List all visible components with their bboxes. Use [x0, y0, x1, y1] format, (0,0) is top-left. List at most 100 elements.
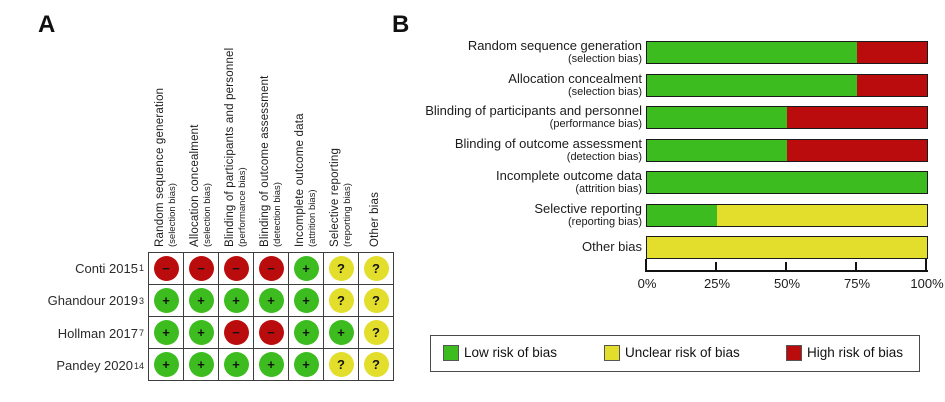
- risk-circle-high: −: [258, 256, 284, 281]
- risk-judgement-cell: +: [253, 348, 289, 381]
- risk-circle-unclear: ?: [363, 256, 389, 281]
- risk-circle-high: −: [223, 320, 249, 345]
- risk-circle-high: −: [153, 256, 179, 281]
- risk-judgement-cell: +: [218, 284, 254, 317]
- risk-judgement-cell: ?: [323, 252, 359, 285]
- bar-category-title: Allocation concealment: [508, 70, 642, 86]
- risk-judgement-cell: −: [218, 316, 254, 349]
- column-subtitle: (selection bias): [166, 183, 178, 247]
- bar-segment-unclear: [717, 205, 927, 226]
- panel-b-label: B: [392, 11, 410, 38]
- legend-label: Low risk of bias: [464, 345, 558, 360]
- axis-tick-label: 0%: [637, 276, 657, 291]
- risk-circle-low: +: [223, 288, 249, 313]
- bias-domain-column-header: Random sequence generation(selection bia…: [148, 20, 183, 250]
- column-subtitle: (performance bias): [236, 167, 248, 247]
- bar-category-title: Random sequence generation: [467, 37, 642, 53]
- risk-judgement-cell: −: [218, 252, 254, 285]
- legend-label: Unclear risk of bias: [625, 345, 740, 360]
- bar-category-label: Selective reporting(reporting bias): [340, 199, 642, 230]
- bar-category-subtitle: (attrition bias): [575, 182, 642, 195]
- bar-category-title: Selective reporting: [534, 200, 642, 216]
- bar-category-subtitle: (reporting bias): [568, 215, 642, 228]
- column-subtitle: (selection bias): [201, 183, 213, 247]
- stacked-bar: [646, 204, 928, 227]
- legend-swatch-high: [786, 344, 802, 361]
- legend-swatch-unclear: [604, 344, 620, 361]
- panel-a-label: A: [38, 11, 56, 38]
- axis-tick: [855, 262, 857, 272]
- legend-item: Unclear risk of bias: [604, 336, 740, 369]
- bias-domain-column-header: Allocation concealment(selection bias): [183, 20, 218, 250]
- bar-segment-low: [647, 205, 717, 226]
- risk-judgement-cell: −: [183, 252, 219, 285]
- risk-judgement-cell: ?: [358, 348, 394, 381]
- column-title: Allocation concealment: [188, 124, 201, 247]
- risk-judgement-cell: +: [218, 348, 254, 381]
- risk-circle-high: −: [258, 320, 284, 345]
- risk-judgement-cell: ?: [358, 252, 394, 285]
- bar-category-subtitle: (detection bias): [566, 150, 642, 163]
- risk-circle-low: +: [188, 288, 214, 313]
- risk-circle-low: +: [293, 288, 319, 313]
- risk-judgement-cell: ?: [358, 316, 394, 349]
- risk-circle-low: +: [328, 320, 354, 345]
- risk-judgement-cell: ?: [323, 348, 359, 381]
- column-title: Blinding of participants and personnel: [223, 47, 236, 247]
- risk-circle-unclear: ?: [363, 320, 389, 345]
- axis-tick: [645, 259, 647, 272]
- bar-category-subtitle: (performance bias): [549, 117, 642, 130]
- risk-judgement-cell: −: [253, 316, 289, 349]
- column-title: Random sequence generation: [153, 87, 166, 247]
- column-title: Blinding of outcome assessment: [258, 75, 271, 247]
- risk-circle-low: +: [153, 288, 179, 313]
- risk-circle-low: +: [293, 256, 319, 281]
- risk-of-bias-summary-table: −−−−+??+++++??++−−++?+++++??: [148, 252, 394, 381]
- risk-circle-low: +: [188, 352, 214, 377]
- risk-circle-low: +: [293, 320, 319, 345]
- risk-circle-low: +: [188, 320, 214, 345]
- bar-category-label: Blinding of participants and personnel(p…: [340, 101, 642, 132]
- axis-tick-label: 100%: [910, 276, 944, 291]
- stacked-bar: [646, 171, 928, 194]
- risk-circle-unclear: ?: [328, 352, 354, 377]
- bar-segment-low: [647, 140, 787, 161]
- bar-category-label: Allocation concealment(selection bias): [340, 69, 642, 100]
- bar-category-label: Random sequence generation(selection bia…: [340, 36, 642, 67]
- stacked-bar: [646, 74, 928, 97]
- table-row: +++++??: [148, 348, 394, 381]
- risk-judgement-cell: +: [323, 316, 359, 349]
- column-subtitle: (attrition bias): [306, 189, 318, 247]
- bar-segment-high: [857, 75, 927, 96]
- bar-segment-high: [787, 107, 927, 128]
- bias-domain-column-header: Blinding of participants and personnel(p…: [218, 20, 253, 250]
- column-subtitle: (detection bias): [271, 182, 283, 247]
- bar-segment-unclear: [647, 237, 927, 258]
- bar-category-title: Incomplete outcome data: [496, 167, 642, 183]
- bias-domain-column-header: Incomplete outcome data(attrition bias): [288, 20, 323, 250]
- bar-category-label: Blinding of outcome assessment(detection…: [340, 134, 642, 165]
- risk-circle-low: +: [153, 320, 179, 345]
- bar-category-label: Other bias: [340, 231, 642, 262]
- study-name: Hollman 2017: [57, 325, 138, 341]
- legend-item: Low risk of bias: [443, 336, 557, 369]
- bar-segment-low: [647, 42, 857, 63]
- study-name: Pandey 2020: [56, 358, 133, 374]
- stacked-bar: [646, 106, 928, 129]
- bar-category-subtitle: (selection bias): [568, 52, 642, 65]
- axis-line: [646, 270, 928, 272]
- risk-circle-high: −: [188, 256, 214, 281]
- risk-judgement-cell: −: [148, 252, 184, 285]
- bar-segment-high: [857, 42, 927, 63]
- table-row: +++++??: [148, 284, 394, 317]
- column-title: Incomplete outcome data: [293, 113, 306, 247]
- risk-judgement-cell: +: [183, 284, 219, 317]
- stacked-bar: [646, 236, 928, 259]
- study-name: Conti 2015: [75, 260, 138, 276]
- bar-category-title: Blinding of participants and personnel: [425, 102, 642, 118]
